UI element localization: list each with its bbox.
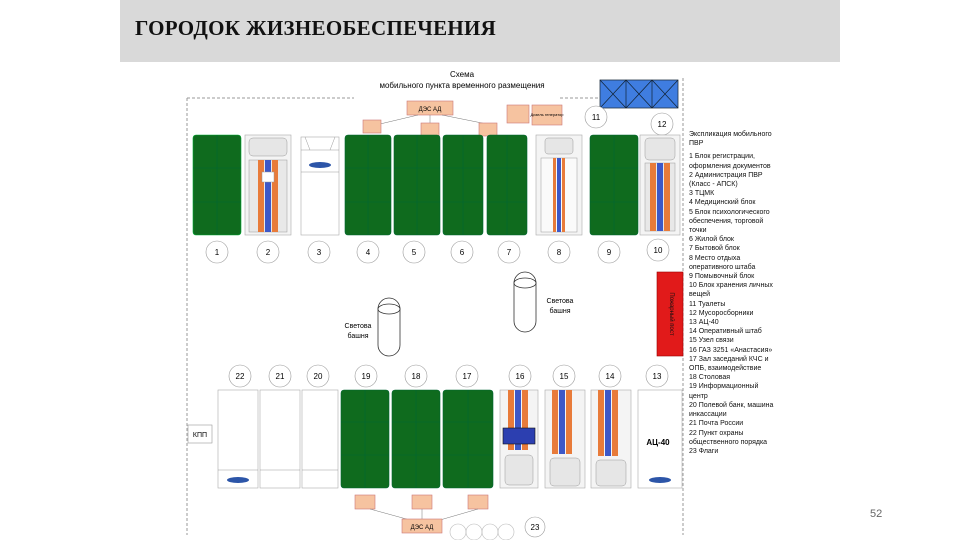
top-number: 5	[412, 248, 417, 257]
bottom-number: 14	[606, 372, 615, 381]
generator-unit	[411, 494, 433, 510]
marker-23	[524, 516, 546, 538]
legend-item: 5 Блок психологического обеспечения, тор…	[689, 208, 770, 235]
legend: Экспликация мобильного ПВР 1 Блок регист…	[689, 130, 777, 456]
bottom-generator-box	[401, 518, 443, 534]
legend-item: 2 Администрация ПВР (Класс - АПСК)	[689, 171, 763, 189]
top-number: 1	[215, 248, 220, 257]
legend-item: 12 Мусоросборники	[689, 309, 754, 317]
top-number: 3	[317, 248, 322, 257]
bottom-number: 20	[314, 372, 323, 381]
diesel-generator-unit	[506, 104, 530, 124]
bottom-number-markers: 22 21 20 19 18 17 16 15 14 13	[228, 364, 669, 388]
kpp-booth	[187, 424, 213, 444]
block-22	[217, 389, 259, 489]
legend-item: 6 Жилой блок	[689, 236, 734, 244]
legend-item: 10 Блок хранения личных вещей	[689, 282, 773, 299]
legend-item: 8 Место отдыха оперативного штаба	[689, 254, 756, 271]
block-3	[300, 136, 340, 236]
legend-item: 22 Пункт охраны общественного порядка	[689, 429, 768, 446]
generator-unit	[478, 122, 498, 137]
generator-unit	[420, 122, 440, 137]
top-number: 2	[266, 248, 271, 257]
top-number: 4	[366, 248, 371, 257]
bottom-number: 17	[463, 372, 472, 381]
legend-item: 16 ГАЗ 3251 «Анастасия»	[689, 346, 773, 354]
legend-item: 20 Полевой банк, машина инкассации	[689, 401, 774, 419]
block-13-ac40	[637, 389, 683, 489]
light-tower-right-label1: Светова	[547, 298, 574, 305]
generator-label: ДЭС АД	[419, 107, 442, 113]
legend-title: Экспликация мобильного ПВР	[689, 131, 772, 148]
block-20	[301, 389, 339, 489]
light-tower-left-label2: башня	[347, 332, 368, 340]
light-tower-right-label2: башня	[549, 307, 570, 315]
legend-item: 11 Туалеты	[689, 300, 726, 308]
legend-item: 15 Узел связи	[689, 337, 734, 345]
small-generator-label: Дизель генератор	[531, 112, 565, 117]
legend-item: 4 Медицинский блок	[689, 199, 756, 207]
top-number: 9	[607, 248, 612, 257]
bottom-generator-label: ДЭС АД	[411, 525, 434, 531]
legend-item: 21 Почта России	[689, 420, 744, 428]
top-row	[192, 134, 681, 236]
ac40-label: АЦ-40	[646, 438, 670, 447]
block-21	[259, 389, 301, 489]
bottom-number: 22	[236, 372, 245, 381]
bottom-number: 15	[560, 372, 569, 381]
diagram-title-line2: мобильного пункта временного размещения	[379, 81, 544, 90]
legend-item: 18 Столовая	[689, 374, 731, 382]
light-tower-left-label1: Светова	[345, 323, 372, 330]
bottom-number: 19	[362, 372, 371, 381]
page-number: 52	[870, 508, 883, 520]
top-number-markers: 1 2 3 4 5 6 7 8 9 10	[205, 238, 670, 264]
page-title: ГОРОДОК ЖИЗНЕОБЕСПЕЧЕНИЯ	[135, 16, 497, 40]
kpp-label: КПП	[193, 432, 207, 439]
toilet-crosses	[599, 79, 679, 109]
top-number: 10	[654, 246, 663, 255]
generator-unit	[467, 494, 489, 510]
legend-item: 19 Информационный центр	[689, 383, 759, 400]
marker-12-label: 12	[658, 120, 667, 129]
legend-item: 13 АЦ-40	[689, 319, 719, 327]
legend-item: 3 ТЦМК	[689, 190, 715, 198]
legend-item: 17 Зал заседаний КЧС и ОПБ, взаимодейств…	[689, 355, 769, 373]
top-number: 8	[557, 248, 562, 257]
legend-item: 1 Блок регистрации, оформления документо…	[689, 153, 771, 170]
bottom-number: 13	[653, 372, 662, 381]
legend-item: 7 Бытовой блок	[689, 245, 740, 253]
generator-unit	[362, 119, 382, 134]
marker-11-label: 11	[592, 113, 601, 122]
legend-item: 23 Флаги	[689, 447, 719, 455]
flags	[449, 523, 515, 540]
title-bar: ГОРОДОК ЖИЗНЕОБЕСПЕЧЕНИЯ	[120, 0, 840, 62]
bottom-number: 21	[276, 372, 285, 381]
diesel-generator-box	[531, 104, 563, 126]
fire-post	[656, 271, 684, 357]
top-number: 7	[507, 248, 512, 257]
legend-item: 14 Оперативный штаб	[689, 328, 762, 336]
top-number: 6	[460, 248, 465, 257]
marker-11	[584, 105, 608, 129]
bottom-row: КПП АЦ-40	[187, 389, 683, 489]
bottom-number: 16	[516, 372, 525, 381]
fire-post-label: Пожарный пост	[668, 292, 675, 336]
legend-item: 9 Помывочный блок	[689, 273, 755, 281]
bottom-number: 18	[412, 372, 421, 381]
diagram-title-line1: Схема	[450, 70, 475, 79]
marker-23-label: 23	[531, 523, 540, 532]
generator-unit	[354, 494, 376, 510]
